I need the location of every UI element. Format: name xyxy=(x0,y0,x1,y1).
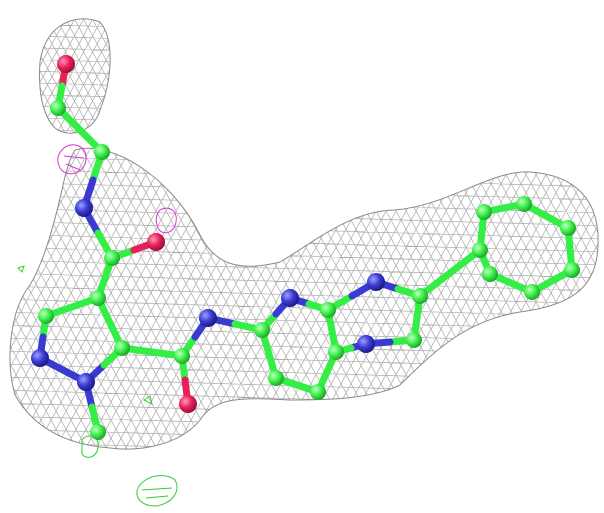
carbon-atom-icon xyxy=(90,424,106,440)
carbon-atom-icon xyxy=(476,204,492,220)
carbon-atom-icon xyxy=(560,220,576,236)
nitrogen-atom-icon xyxy=(77,373,95,391)
nitrogen-atom-icon xyxy=(367,273,385,291)
nitrogen-atom-icon xyxy=(75,199,93,217)
ligand-atoms xyxy=(31,55,580,440)
carbon-atom-icon xyxy=(320,302,336,318)
nitrogen-atom-icon xyxy=(31,349,49,367)
carbon-atom-icon xyxy=(406,332,422,348)
negative-density-blob-1 xyxy=(57,144,87,175)
positive-density-blob-1 xyxy=(136,475,178,507)
carbon-atom-icon xyxy=(254,322,270,338)
carbon-atom-icon xyxy=(328,344,344,360)
carbon-atom-icon xyxy=(114,340,130,356)
carbon-atom-icon xyxy=(472,242,488,258)
negative-density-blob-2 xyxy=(155,207,177,234)
density-mesh-body-outline xyxy=(9,147,599,450)
nitrogen-atom-icon xyxy=(199,309,217,327)
carbon-atom-icon xyxy=(174,348,190,364)
oxygen-atom-icon xyxy=(57,55,75,73)
carbon-atom-icon xyxy=(564,262,580,278)
carbon-atom-icon xyxy=(310,384,326,400)
carbon-atom-icon xyxy=(412,288,428,304)
nitrogen-atom-icon xyxy=(281,289,299,307)
carbon-atom-icon xyxy=(94,144,110,160)
carbon-atom-icon xyxy=(524,284,540,300)
carbon-atom-icon xyxy=(90,290,106,306)
positive-density-blob-2 xyxy=(81,435,99,458)
positive-density-blob-3 xyxy=(17,265,25,273)
positive-density-blob-4 xyxy=(143,395,153,405)
carbon-atom-icon xyxy=(50,100,66,116)
nitrogen-atom-icon xyxy=(357,335,375,353)
carbon-atom-icon xyxy=(482,266,498,282)
carbon-atom-icon xyxy=(104,250,120,266)
carbon-atom-icon xyxy=(38,308,54,324)
oxygen-atom-icon xyxy=(179,395,197,413)
carbon-atom-icon xyxy=(268,370,284,386)
density-mesh-loop-outline xyxy=(39,18,111,134)
difference-density-contours xyxy=(17,144,178,507)
oxygen-atom-icon xyxy=(147,233,165,251)
carbon-atom-icon xyxy=(516,196,532,212)
